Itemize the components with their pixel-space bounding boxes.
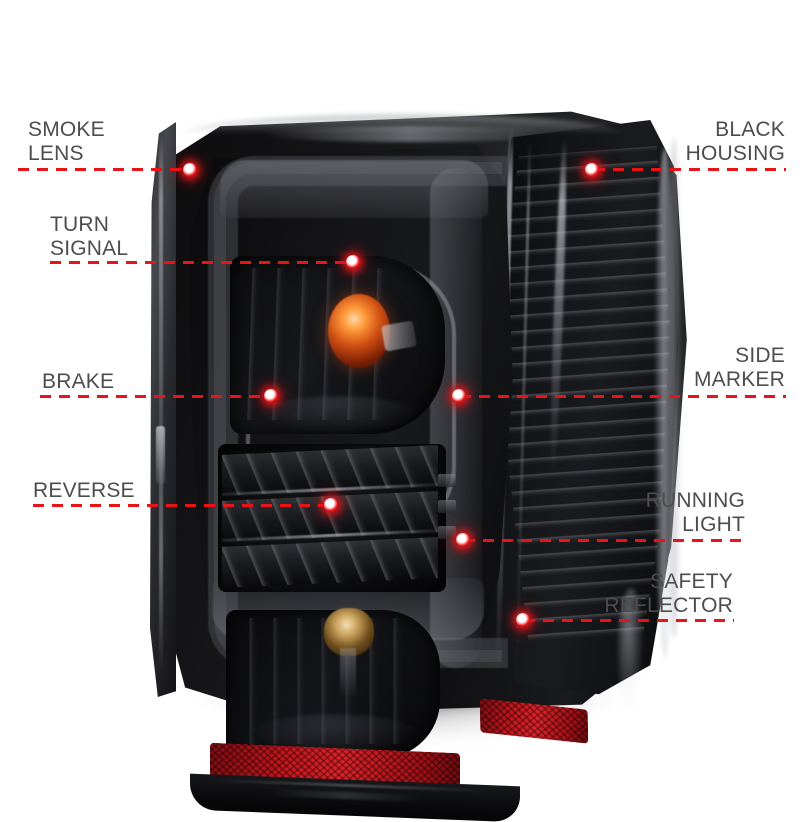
callout-label-brake: BRAKE — [42, 370, 115, 393]
mounting-flange — [150, 122, 176, 697]
leader-line-safety-reflector — [524, 619, 734, 622]
amber-turn-signal-bulb — [328, 294, 390, 368]
housing-outer-edge-highlight — [654, 148, 676, 658]
leader-line-running-light — [464, 539, 745, 542]
leader-line-brake — [40, 395, 272, 398]
top-rim-highlight — [182, 114, 622, 134]
callout-label-reverse: REVERSE — [33, 479, 135, 502]
reverse-bulb-stem — [340, 648, 356, 696]
turn-chamber-floor — [254, 396, 422, 436]
product-callout-diagram: SMOKE LENS TURN SIGNAL BRAKE REVERSE BLA… — [0, 0, 800, 800]
side-marker-connector-2 — [438, 500, 456, 513]
callout-dot-black-housing — [585, 163, 599, 177]
callout-label-running-light: RUNNING LIGHT — [645, 489, 745, 536]
flange-tab — [156, 426, 165, 484]
reverse-bulb — [324, 608, 374, 656]
leader-line-reverse — [33, 504, 331, 507]
flange-highlight — [159, 134, 163, 674]
callout-label-side-marker: SIDE MARKER — [693, 344, 785, 391]
leader-line-side-marker — [460, 395, 786, 398]
tail-light-assembly — [150, 108, 690, 822]
black-housing-panel — [483, 120, 678, 695]
callout-label-safety-reflector: SAFETY REFLECTOR — [604, 570, 733, 617]
callout-dot-safety-reflector — [516, 613, 530, 627]
callout-dot-turn-signal — [346, 255, 360, 269]
callout-dot-side-marker — [452, 389, 466, 403]
leader-line-smoke-lens — [18, 168, 193, 171]
callout-dot-smoke-lens — [183, 163, 197, 177]
bulb-socket-neck — [380, 320, 418, 352]
callout-dot-reverse — [324, 498, 338, 512]
side-marker-connector-3 — [438, 526, 456, 539]
callout-label-smoke-lens: SMOKE LENS — [28, 118, 105, 165]
callout-dot-brake — [264, 389, 278, 403]
leader-line-black-housing — [594, 168, 786, 171]
leader-line-turn-signal — [50, 261, 355, 264]
reverse-reflector-fins — [234, 618, 412, 744]
callout-label-black-housing: BLACK HOUSING — [685, 118, 785, 165]
light-guide-top-bar — [220, 160, 488, 218]
lower-specular-glow — [618, 588, 644, 718]
callout-label-turn-signal: TURN SIGNAL — [50, 213, 129, 260]
side-marker-connector-1 — [438, 474, 456, 487]
callout-dot-running-light — [456, 533, 470, 547]
right-rim-highlight — [666, 138, 682, 638]
